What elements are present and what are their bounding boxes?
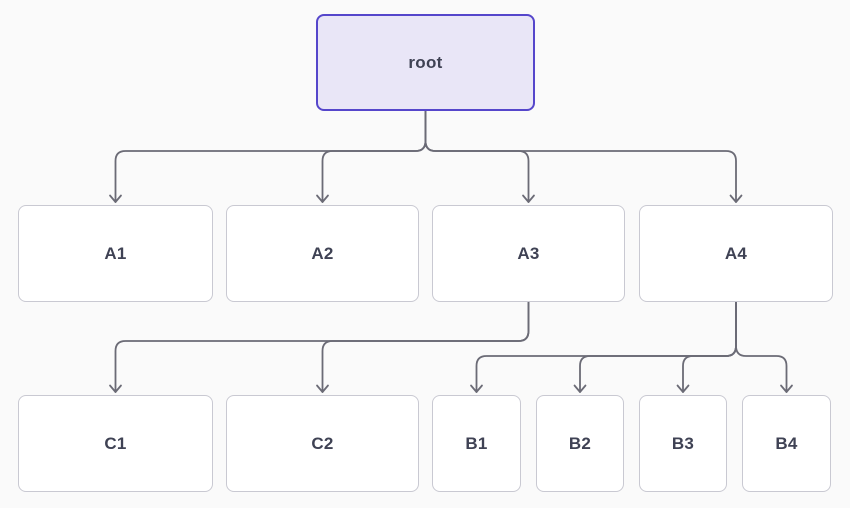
node-c2-label: C2	[311, 433, 334, 453]
node-a3[interactable]: A3	[432, 205, 625, 302]
node-a1[interactable]: A1	[18, 205, 213, 302]
node-a3-label: A3	[517, 243, 540, 263]
node-b1[interactable]: B1	[432, 395, 521, 492]
node-c1-label: C1	[104, 433, 127, 453]
node-b2[interactable]: B2	[536, 395, 624, 492]
node-b2-label: B2	[568, 433, 592, 453]
node-root[interactable]: root	[316, 14, 535, 111]
node-b1-label: B1	[465, 433, 488, 453]
node-b4-label: B4	[775, 433, 798, 453]
node-c1[interactable]: C1	[18, 395, 213, 492]
node-a1-label: A1	[104, 243, 127, 263]
node-b3-label: B3	[671, 433, 695, 453]
node-a2-label: A2	[311, 243, 334, 263]
node-b3[interactable]: B3	[639, 395, 727, 492]
node-root-label: root	[408, 52, 443, 72]
node-c2[interactable]: C2	[226, 395, 419, 492]
node-a4-label: A4	[724, 243, 748, 263]
node-a4[interactable]: A4	[639, 205, 833, 302]
node-b4[interactable]: B4	[742, 395, 831, 492]
node-a2[interactable]: A2	[226, 205, 419, 302]
